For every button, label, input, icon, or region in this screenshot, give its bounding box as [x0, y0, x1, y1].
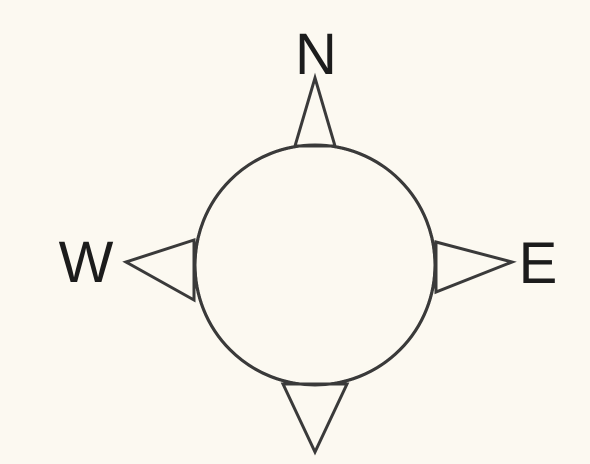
west-label: W	[59, 230, 114, 295]
south-pointer	[280, 382, 350, 456]
north-label: N	[295, 22, 337, 87]
east-pointer	[434, 240, 517, 295]
north-pointer	[292, 72, 338, 148]
east-label: E	[519, 231, 558, 296]
west-pointer	[122, 237, 196, 303]
compass-circle-outline	[193, 143, 437, 387]
